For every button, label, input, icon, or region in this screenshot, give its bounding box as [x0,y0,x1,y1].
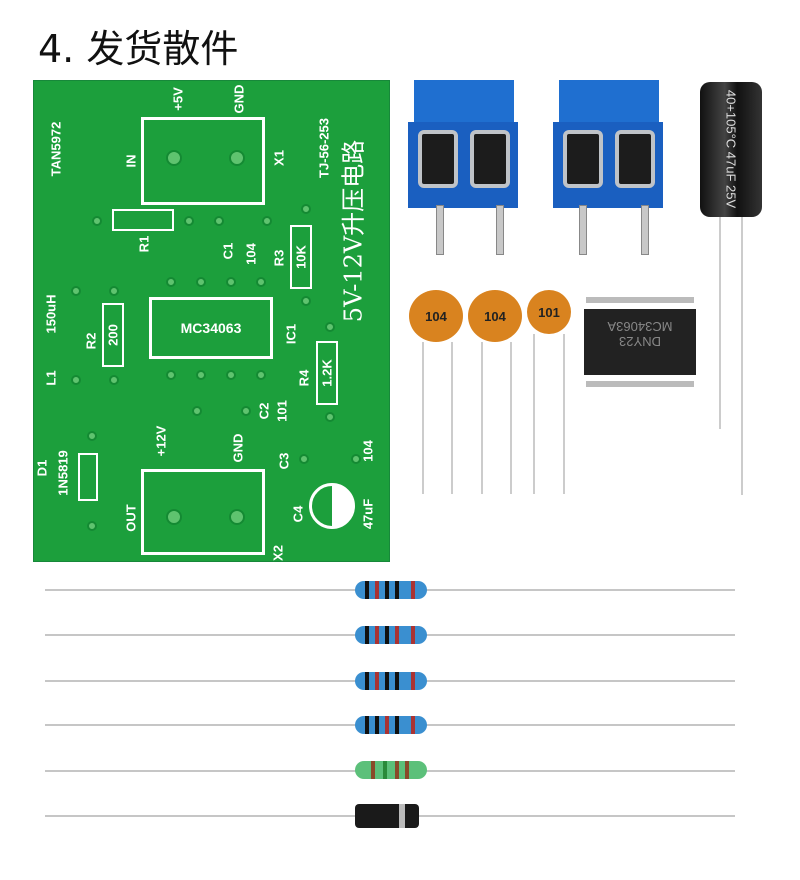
l1-label: L1 [43,370,59,386]
pad [226,370,236,380]
r1-outline [112,209,174,231]
c1-value: 104 [243,243,259,265]
pad [71,375,81,385]
x1-ref-label: X1 [271,150,287,166]
inductor [355,761,427,779]
pad [184,216,194,226]
d1-label: D1 [34,459,50,477]
resistor [355,716,427,734]
page-title: 4. 发货散件 [38,27,239,71]
electrolytic-marking: 40+105°C 47uF 25V [723,89,739,209]
c2-value: 101 [274,400,290,422]
resistor [355,672,427,690]
pad [262,216,272,226]
pad [325,322,335,332]
x2-ref-label: X2 [270,545,286,561]
x1-in-label: IN [123,154,139,168]
pad [92,216,102,226]
pad [214,216,224,226]
d1-outline [78,453,98,501]
pad [241,406,251,416]
ceramic-capacitor: 104 [468,290,522,342]
pad [229,509,245,525]
pad [351,454,361,464]
ic1-label: IC1 [283,323,299,345]
pad [87,431,97,441]
diode [355,804,419,828]
pad [196,370,206,380]
pad [301,296,311,306]
x2-plus-label: +12V [153,425,169,457]
pad [256,370,266,380]
pad [229,150,245,166]
pad [256,277,266,287]
c4-value: 47uF [360,498,376,530]
pad [87,521,97,531]
c1-label: C1 [220,242,236,260]
pad [166,509,182,525]
ic1-outline [149,297,273,359]
c2-label: C2 [256,402,272,420]
pad [109,286,119,296]
board-id: TAN5972 [48,121,64,177]
r4-outline [316,341,338,405]
pad [196,277,206,287]
pad [166,370,176,380]
ceramic-capacitor: 104 [409,290,463,342]
d1-value: 1N5819 [55,450,71,496]
r3-outline [290,225,312,289]
c3-label: C3 [276,452,292,470]
terminal-block [408,80,518,255]
pad [71,286,81,296]
r3-value: 10K [293,245,309,269]
r2-value: 200 [105,324,121,346]
r2-label: R2 [83,332,99,350]
x1-gnd-label: GND [231,84,247,114]
pad [301,204,311,214]
r1-label: R1 [136,235,152,253]
c4-outline [309,483,355,529]
x2-gnd-label: GND [230,433,246,463]
l1-value: 150uH [43,294,59,334]
r4-value: 1.2K [319,359,335,387]
resistor [355,581,427,599]
pad [166,150,182,166]
cap-marking: 101 [538,304,560,320]
board-name: 5V-12V升压电路 [339,139,368,323]
pcb-board: TAN5972 +5V GND IN X1 TJ-56-253 5V-12V升压… [33,80,390,562]
ic1-marking: MC34063 [180,320,242,336]
r2-outline [102,303,124,367]
pad [299,454,309,464]
c3-value: 104 [360,440,376,462]
cap-marking: 104 [425,308,447,324]
r4-label: R4 [296,369,312,387]
ceramic-capacitor: 101 [527,290,571,334]
resistor [355,626,427,644]
x2-outline [141,469,265,555]
pad [109,375,119,385]
pad [325,412,335,422]
pad [192,406,202,416]
electrolytic-capacitor: 40+105°C 47uF 25V [700,82,762,217]
x1-plus-label: +5V [170,87,186,111]
terminal-block [553,80,663,255]
pad [166,277,176,287]
x1-outline [141,117,265,205]
c4-label: C4 [290,505,306,523]
part-number: TJ-56-253 [316,118,332,178]
cap-marking: 104 [484,308,506,324]
pad [226,277,236,287]
r3-label: R3 [271,249,287,267]
x2-out-label: OUT [123,504,139,532]
